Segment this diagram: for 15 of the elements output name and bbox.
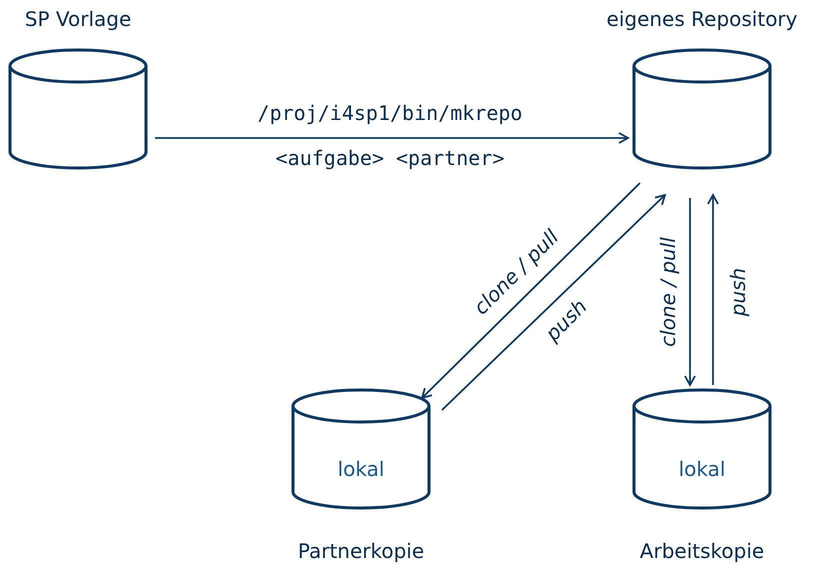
node-label: lokal: [678, 456, 726, 483]
node-heading: SP Vorlage: [24, 6, 132, 33]
edge-label: /proj/i4sp1/bin/mkrepo: [258, 100, 522, 127]
node-heading: Arbeitskopie: [640, 538, 764, 565]
edge-label: clone / pull: [655, 237, 681, 347]
node-heading: eigenes Repository: [606, 6, 798, 33]
command-argument-text: <aufgabe> <partner>: [276, 145, 504, 172]
node-label: lokal: [338, 456, 384, 483]
edge-label: push: [725, 268, 751, 316]
arrow: [155, 132, 629, 144]
arrow: [707, 194, 719, 385]
arrow: [441, 194, 666, 411]
arrow: [421, 182, 641, 399]
arrow: [684, 198, 696, 386]
node-heading: Partnerkopie: [298, 538, 424, 565]
